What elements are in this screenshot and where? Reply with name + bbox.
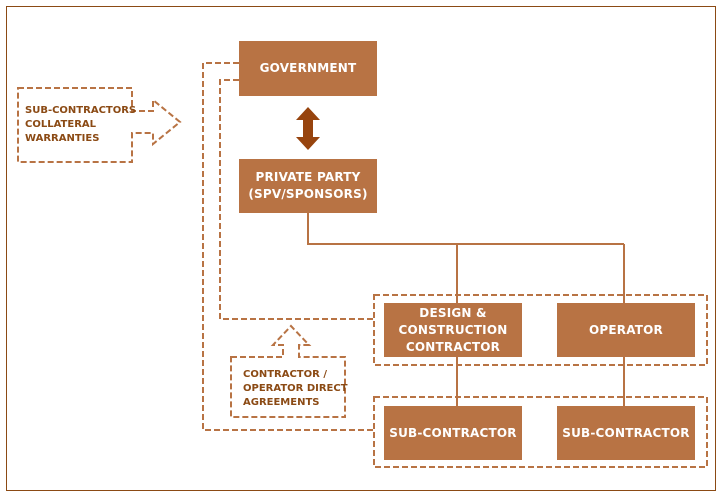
design-construction-contractor-box: DESIGN & CONSTRUCTION CONTRACTOR (384, 303, 522, 357)
subcontractor-left-label: SUB-CONTRACTOR (389, 425, 517, 440)
collateral-warranties-line1: SUB-CONTRACTORS (25, 105, 137, 116)
connector-private-party-to-contractors (307, 213, 624, 245)
collateral-warranties-line3: WARRANTIES (25, 133, 100, 144)
collateral-warranties-line2: COLLATERAL (25, 119, 97, 130)
dashed-link-government-subcontractors (202, 62, 374, 431)
private-party-label-line1: PRIVATE PARTY (255, 170, 361, 184)
private-party-box: PRIVATE PARTY (SPV/SPONSORS) (239, 159, 377, 213)
design-construction-line1: DESIGN & (419, 305, 487, 320)
contractor-group-outline (373, 294, 708, 366)
operator-label: OPERATOR (588, 322, 664, 337)
design-construction-line2: CONSTRUCTION (398, 322, 508, 337)
collateral-warranties-text: SUB-CONTRACTORS COLLATERAL WARRANTIES (25, 104, 136, 146)
private-party-label-line2: (SPV/SPONSORS) (248, 187, 368, 201)
direct-agreements-line2: OPERATOR DIRECT (243, 383, 348, 394)
direct-agreements-line3: AGREEMENTS (243, 397, 320, 408)
subcontractor-right-box: SUB-CONTRACTOR (557, 406, 695, 460)
subcontractor-group-outline (373, 396, 708, 468)
government-box: GOVERNMENT (239, 41, 377, 96)
direct-agreements-line1: CONTRACTOR / (243, 369, 327, 380)
operator-box: OPERATOR (557, 303, 695, 357)
bidirectional-arrow-icon (296, 107, 320, 150)
design-construction-line3: CONTRACTOR (405, 339, 501, 354)
government-label: GOVERNMENT (259, 61, 357, 75)
subcontractor-right-label: SUB-CONTRACTOR (562, 425, 690, 440)
dashed-link-government-contractors (219, 79, 374, 320)
direct-agreements-text: CONTRACTOR / OPERATOR DIRECT AGREEMENTS (243, 368, 348, 410)
subcontractor-left-box: SUB-CONTRACTOR (384, 406, 522, 460)
diagram-frame (6, 6, 716, 491)
collateral-warranties-callout (17, 87, 182, 163)
direct-agreements-callout (230, 324, 346, 418)
